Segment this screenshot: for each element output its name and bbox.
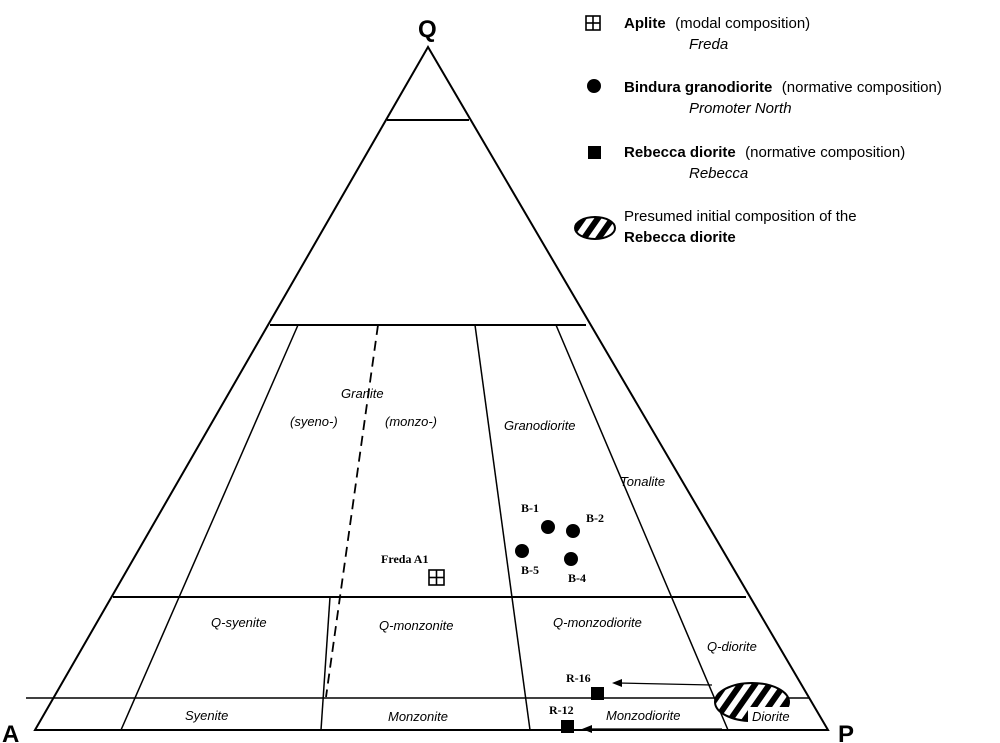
filled-square-icon [588,146,601,159]
legend-presumed-line2: Rebecca diorite [624,229,736,246]
sample-point-r12 [561,720,574,733]
field-label-granite: Granite [341,386,384,401]
sample-label-b4: B-4 [568,571,586,585]
legend-bindura-line: Bindura granodiorite (normative composit… [624,79,942,96]
field-label-syenite: Syenite [185,708,228,723]
legend-aplite-line: Aplite (modal composition) [624,15,810,32]
sample-label-b2: B-2 [586,511,604,525]
legend-presumed-line1: Presumed initial composition of the [624,208,857,225]
boundary-monzonite-lower [320,596,331,731]
field-label-monzonite: Monzonite [388,709,448,724]
field-label-monzodiorite: Monzodiorite [606,708,680,723]
vertex-label-p: P [838,721,854,743]
legend-aplite-name: Aplite [624,15,666,32]
legend-aplite-desc: (modal composition) [675,15,810,32]
sample-point-r16 [591,687,604,700]
sample-label-r12: R-12 [549,703,574,717]
boxed-cross-icon [585,15,601,31]
vertex-label-q: Q [418,16,437,43]
legend-bindura-locality: Promoter North [689,100,792,117]
legend-bindura-name: Bindura granodiorite [624,79,772,96]
sample-point-b5 [515,544,529,558]
field-label-syeno: (syeno-) [290,414,338,429]
diorite-label-bg [748,707,800,725]
field-label-q-diorite: Q-diorite [707,639,757,654]
boundary-granite-dashed [325,324,379,698]
sample-label-freda: Freda A1 [381,552,428,566]
filled-circle-icon [587,79,601,93]
sample-label-b5: B-5 [521,563,539,577]
sample-point-b4 [564,552,578,566]
boundary-monzodiorite-diorite [555,324,729,731]
sample-point-freda [428,569,445,586]
field-label-q-monzodiorite: Q-monzodiorite [553,615,642,630]
field-label-q-syenite: Q-syenite [211,615,267,630]
field-label-tonalite: Tonalite [620,474,665,489]
triangle-outline [33,45,830,731]
sample-label-r16: R-16 [566,671,591,685]
legend-rebecca-desc: (normative composition) [745,144,905,161]
sample-label-b1: B-1 [521,501,539,515]
legend-rebecca-name: Rebecca diorite [624,144,736,161]
legend-rebecca-locality: Rebecca [689,165,748,182]
field-label-monzo: (monzo-) [385,414,437,429]
sample-point-b1 [541,520,555,534]
arrowhead-r12 [582,725,592,733]
boundary-syenite-monzonite [120,324,299,731]
legend: Aplite (modal composition) Freda Bindura… [574,15,942,246]
vertex-label-a: A [2,721,19,743]
arrowhead-r16 [612,679,622,687]
legend-aplite-locality: Freda [689,36,728,53]
hatched-ellipse-icon [574,216,616,240]
legend-rebecca-line: Rebecca diorite (normative composition) [624,144,905,161]
arrow-to-r16 [617,682,713,686]
field-label-diorite: Diorite [752,709,790,724]
legend-bindura-desc: (normative composition) [782,79,942,96]
field-label-granodiorite: Granodiorite [504,418,576,433]
sample-point-b2 [566,524,580,538]
field-label-q-monzonite: Q-monzonite [379,618,453,633]
boundary-monzonite-monzodiorite [474,324,531,731]
